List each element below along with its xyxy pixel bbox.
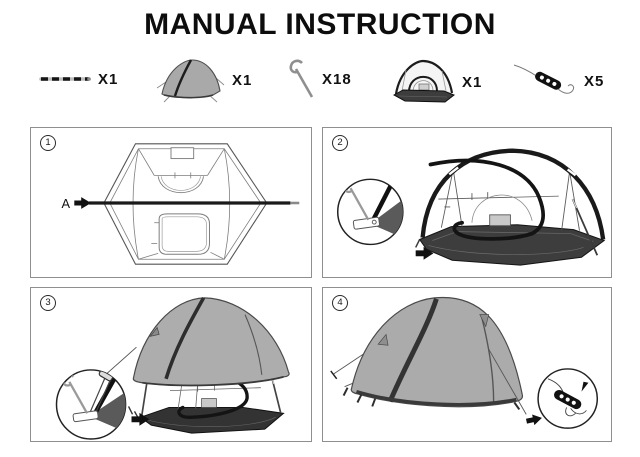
inner-tent-icon [392,59,455,103]
arrow-right-icon [415,246,434,260]
step-panel-4: 4 [322,287,612,442]
step-panel-3: 3 [30,287,312,442]
part-stake: X18 [288,58,352,100]
step-1-badge: 1 [40,135,56,151]
page-title: MANUAL INSTRUCTION [144,8,496,41]
step-3-illustration [55,297,290,440]
pole-a-label: A [61,196,70,211]
step-3-badge: 3 [40,295,56,311]
step-4-badge: 4 [332,295,348,311]
tensioner-detail-inset [547,378,589,417]
pole-icon [39,77,91,81]
arrow-right-icon [131,412,150,426]
part-guy-line-qty: X5 [584,72,605,90]
step-1-illustration: A [61,143,300,265]
stake-icon [289,59,314,98]
step-panel-1: 1 A [30,127,312,278]
part-inner-tent-qty: X1 [462,73,483,91]
part-stake-qty: X18 [322,70,352,88]
part-pole: X1 [38,70,118,88]
step-2-illustration [336,148,606,266]
part-guy-line: X5 [512,60,604,102]
guy-line-icon [513,64,574,94]
rainfly-tent-icon [156,59,225,103]
part-rainfly-qty: X1 [232,71,253,89]
step-2-badge: 2 [332,135,348,151]
part-pole-qty: X1 [98,70,119,88]
step-4-illustration [330,296,599,429]
arrow-right-icon [525,414,542,426]
tent-stakes [342,387,521,410]
part-inner-tent: X1 [392,58,482,106]
part-rainfly: X1 [154,56,252,104]
step-panel-2: 2 [322,127,612,278]
arrow-a-icon [74,197,92,209]
